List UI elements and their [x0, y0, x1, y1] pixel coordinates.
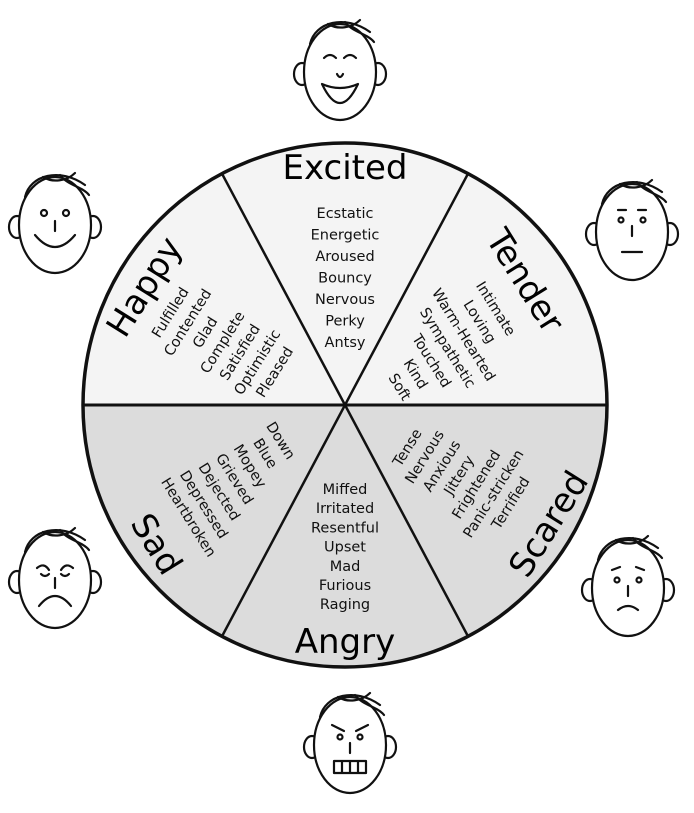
- worried-face-icon: [580, 534, 676, 638]
- feeling-word: Mad: [330, 559, 361, 575]
- segment-title: Angry: [295, 622, 396, 662]
- calm-face-icon: [584, 178, 680, 282]
- segment-angry: Angry MiffedIrritatedResentfulUpsetMadFur…: [295, 482, 396, 662]
- feeling-word: Resentful: [311, 520, 379, 536]
- feeling-word: Raging: [320, 597, 370, 613]
- feeling-word: Nervous: [315, 292, 375, 308]
- upper-half: [83, 143, 607, 405]
- crying-face-icon: [7, 526, 103, 630]
- faces: [7, 18, 680, 795]
- segment-title: Excited: [283, 148, 408, 188]
- laughing-face-icon: [292, 18, 388, 122]
- angry-face-icon: [302, 691, 398, 795]
- feeling-word: Furious: [319, 578, 371, 594]
- feelings-wheel: [81, 141, 609, 669]
- wheel-outline: [81, 141, 609, 669]
- feeling-word: Bouncy: [318, 271, 372, 287]
- feeling-word: Antsy: [325, 335, 366, 351]
- smiling-face-icon: [7, 171, 103, 275]
- feeling-word: Miffed: [323, 482, 368, 498]
- feeling-word: Ecstatic: [317, 206, 374, 222]
- feeling-word: Aroused: [315, 249, 374, 265]
- feeling-word: Upset: [324, 540, 366, 556]
- segment-excited: ExcitedEcstaticEnergeticArousedBouncyNer…: [283, 148, 408, 351]
- feeling-word: Energetic: [311, 228, 380, 244]
- feeling-word: Perky: [325, 314, 365, 330]
- lower-half: [83, 405, 607, 667]
- divider-line: [220, 173, 470, 637]
- segment-sad: SadDownBlueMopeyGrievedDejectedDepressed…: [122, 419, 298, 582]
- feeling-word: Irritated: [316, 501, 374, 517]
